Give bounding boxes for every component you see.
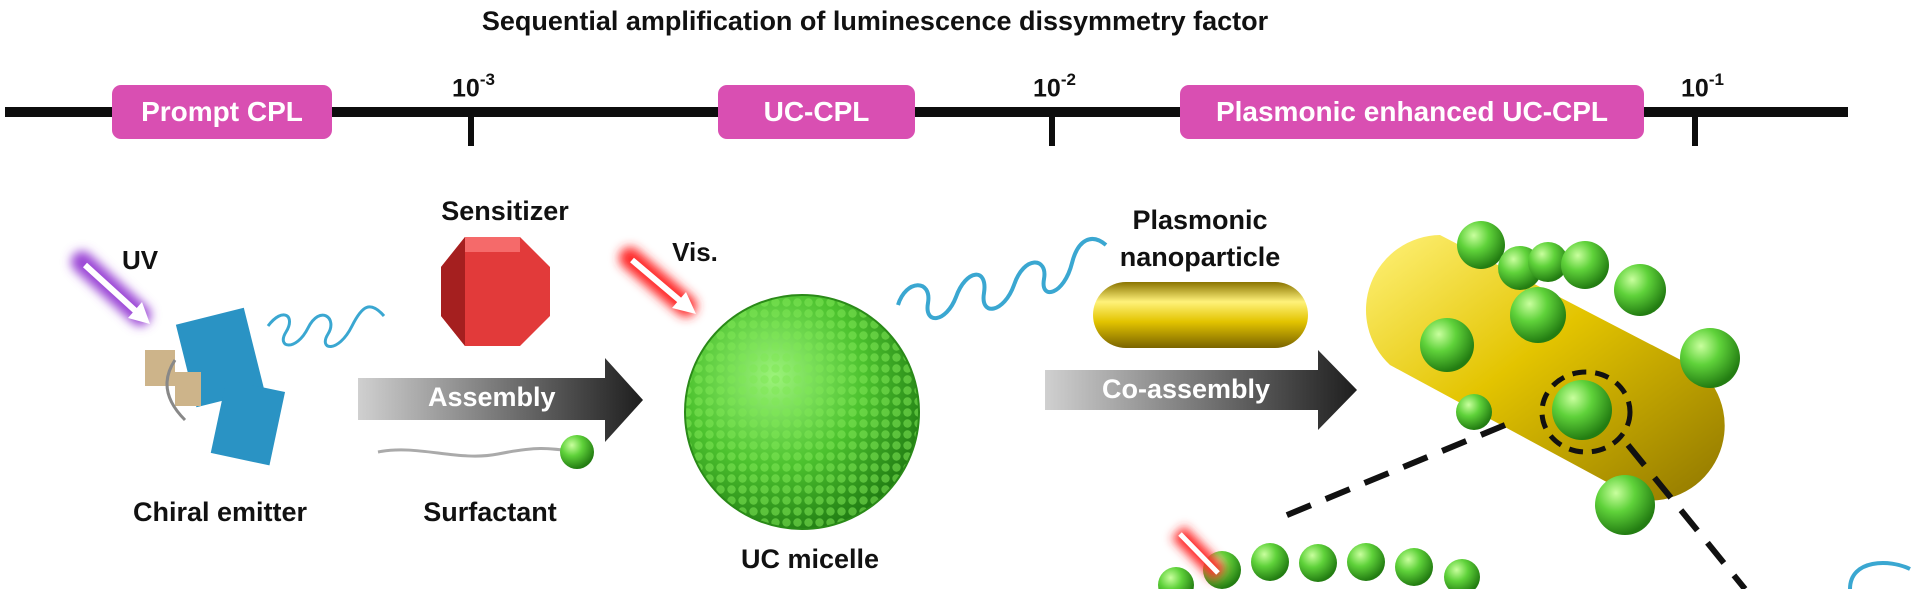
sensitizer-icon	[441, 237, 550, 346]
assembly-arrow-label: Assembly	[428, 382, 556, 412]
surfactant-head-icon	[560, 435, 594, 469]
uv-arrow-icon	[71, 251, 151, 326]
uc-micelle-sphere-icon	[684, 294, 920, 530]
plasmonic-rod-icon	[1093, 282, 1308, 348]
diagram-title: Sequential amplification of luminescence…	[481, 6, 1269, 36]
tick-label-2: 10-2	[1033, 70, 1076, 103]
chiral-emitter-label: Chiral emitter	[132, 497, 308, 527]
scale-tick-2	[1049, 110, 1055, 146]
plasmonic-label-line1: Plasmonic	[1132, 205, 1268, 235]
surfactant-tail-icon	[377, 447, 579, 458]
co-assembly-arrow-icon	[1045, 350, 1357, 430]
scale-axis-line	[5, 107, 1848, 117]
plasmonic-label-line2: nanoparticle	[1119, 242, 1281, 272]
vis-label: Vis.	[672, 237, 718, 267]
stage-pill-uc-cpl: UC-CPL	[718, 85, 915, 139]
tick-label-1: 10-3	[452, 70, 495, 103]
stage-pill-prompt-cpl: Prompt CPL	[112, 85, 332, 139]
scale-tick-1	[468, 110, 474, 146]
sensitizer-label: Sensitizer	[441, 196, 569, 226]
uc-micelle-label: UC micelle	[740, 544, 880, 574]
zoom-line-left	[1273, 422, 1507, 523]
stage-pill-plasmonic-uc-cpl: Plasmonic enhanced UC-CPL	[1180, 85, 1644, 139]
uv-label: UV	[121, 245, 159, 275]
tick-label-3: 10-1	[1681, 70, 1724, 103]
surfactant-label: Surfactant	[423, 497, 557, 527]
zoom-line-right	[1625, 443, 1748, 589]
vis-arrow-icon	[619, 247, 697, 317]
assembly-arrow-icon	[358, 358, 643, 442]
cpl-helix-small-icon	[266, 305, 386, 348]
co-assembly-arrow-label: Co-assembly	[1102, 374, 1271, 404]
zoomed-micelle-partial-icon	[1158, 525, 1911, 589]
chiral-emitter-icon	[145, 307, 286, 466]
scale-tick-3	[1692, 110, 1698, 146]
cpl-helix-large-icon	[896, 237, 1108, 321]
gold-nanorod-assembly-icon	[1365, 221, 1740, 535]
